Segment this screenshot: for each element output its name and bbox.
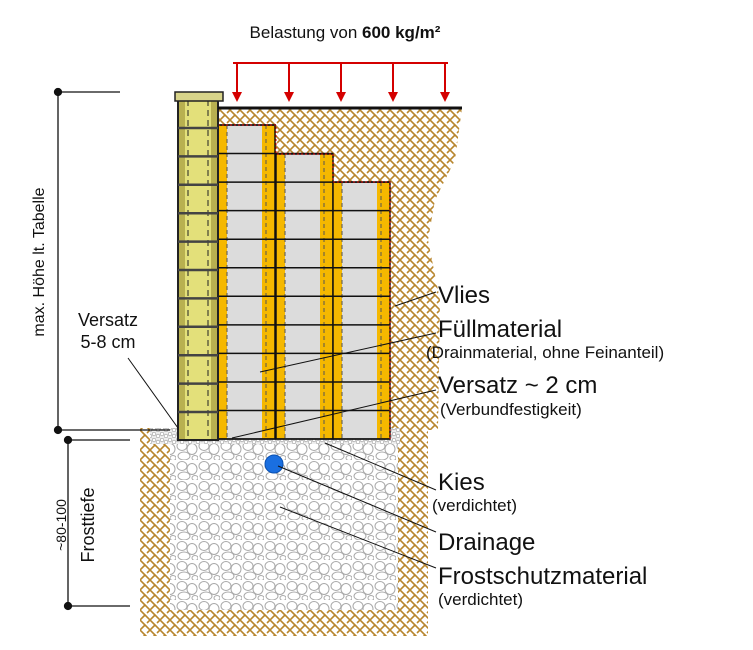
frost-depth-label: Frosttiefe <box>78 487 98 562</box>
load-label: Belastung von 600 kg/m² <box>250 23 441 42</box>
facing-pillar <box>174 91 224 441</box>
wall-blocks <box>217 124 391 440</box>
label-offset: Versatz ~ 2 cm <box>438 372 597 399</box>
load-arrows <box>232 62 450 102</box>
leader-lines <box>127 291 437 569</box>
label-frost-note: (verdichtet) <box>438 590 523 609</box>
block-strip <box>377 182 390 439</box>
arrow-head-icon <box>284 92 294 102</box>
frost-depth-dimension <box>63 435 130 611</box>
block-strip <box>262 125 275 439</box>
block-strip <box>333 182 342 439</box>
block-strip <box>218 125 227 439</box>
offset-label-line1: Versatz <box>78 310 138 330</box>
pillar-cap <box>174 91 224 102</box>
arrow-head-icon <box>336 92 346 102</box>
vlies-fleece <box>218 124 391 439</box>
drain-pipe <box>264 454 284 474</box>
arrow-head-icon <box>440 92 450 102</box>
arrow-head-icon <box>232 92 242 102</box>
frost-range-label: ~80-100 <box>53 499 69 551</box>
height-dimension <box>53 87 170 435</box>
frost-protection-gravel <box>170 440 398 610</box>
max-height-label: max. Höhe lt. Tabelle <box>31 187 48 336</box>
label-frost: Frostschutzmaterial <box>438 563 647 590</box>
label-vlies: Vlies <box>438 282 490 309</box>
label-offset-note: (Verbundfestigkeit) <box>440 400 582 419</box>
offset-label-line2: 5-8 cm <box>80 332 135 352</box>
label-fill-note: (Drainmaterial, ohne Feinanteil) <box>426 343 664 362</box>
label-gravel: Kies <box>438 469 485 496</box>
arrow-head-icon <box>388 92 398 102</box>
label-drainage: Drainage <box>438 529 535 556</box>
label-fill: Füllmaterial <box>438 316 562 343</box>
label-gravel-note: (verdichtet) <box>432 496 517 515</box>
